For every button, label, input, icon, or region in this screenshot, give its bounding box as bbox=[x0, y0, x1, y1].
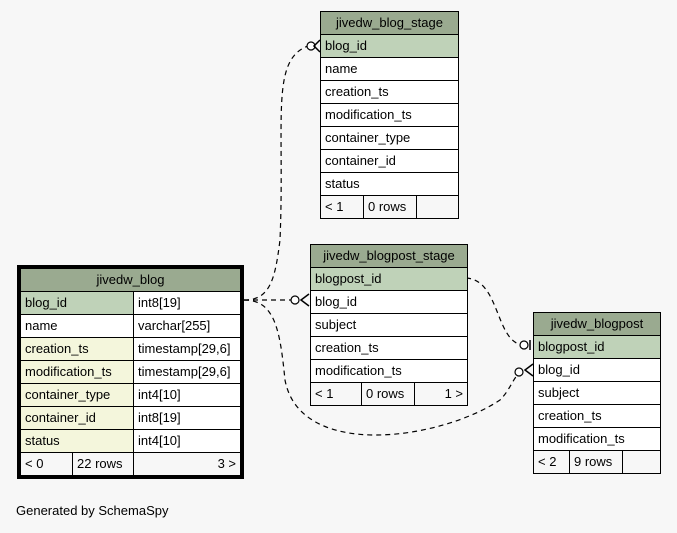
column-type: varchar[255] bbox=[133, 314, 242, 338]
rel-blogpost-stage-to-blogpost bbox=[465, 277, 523, 346]
table-title: jivedw_blogpost bbox=[533, 312, 661, 336]
footer-children: 3 > bbox=[133, 452, 242, 477]
column-creation-ts: creation_ts bbox=[320, 80, 459, 104]
footer-rows: 0 rows bbox=[363, 195, 417, 219]
zero-marker-icon bbox=[514, 367, 524, 377]
column-type: timestamp[29,6] bbox=[133, 360, 242, 384]
column-blog-id: blog_id bbox=[320, 34, 459, 58]
column-container-id: container_id bbox=[19, 406, 134, 430]
column-blog-id: blog_id bbox=[310, 290, 468, 314]
column-type: int4[10] bbox=[133, 383, 242, 407]
zero-marker-icon bbox=[290, 295, 300, 305]
column-modification-ts: modification_ts bbox=[310, 359, 468, 383]
footer-parents: < 0 bbox=[19, 452, 73, 477]
column-creation-ts: creation_ts bbox=[533, 404, 661, 428]
table-jivedw-blogpost-stage[interactable]: jivedw_blogpost_stage blogpost_id blog_i… bbox=[310, 244, 468, 406]
column-modification-ts: modification_ts bbox=[533, 427, 661, 451]
column-type: int8[19] bbox=[133, 291, 242, 315]
rel-blog-to-blogpost bbox=[243, 299, 521, 436]
column-modification-ts: modification_ts bbox=[320, 103, 459, 127]
column-container-type: container_type bbox=[320, 126, 459, 150]
footer-rows: 0 rows bbox=[361, 382, 415, 406]
footer-parents: < 2 bbox=[533, 450, 570, 474]
table-jivedw-blog[interactable]: jivedw_blog blog_id int8[19] name varcha… bbox=[17, 265, 244, 479]
footer-children bbox=[622, 450, 661, 474]
column-creation-ts: creation_ts bbox=[310, 336, 468, 360]
column-container-id: container_id bbox=[320, 149, 459, 173]
column-blog-id: blog_id bbox=[533, 358, 661, 382]
column-type: int4[10] bbox=[133, 429, 242, 453]
column-type: int8[19] bbox=[133, 406, 242, 430]
table-jivedw-blogpost[interactable]: jivedw_blogpost blogpost_id blog_id subj… bbox=[533, 312, 661, 474]
column-blogpost-id: blogpost_id bbox=[310, 267, 468, 291]
crowfoot-icon bbox=[299, 293, 310, 307]
zero-marker-icon bbox=[519, 340, 529, 350]
crowfoot-icon bbox=[523, 363, 534, 377]
column-name: name bbox=[320, 57, 459, 81]
table-title: jivedw_blog_stage bbox=[320, 11, 459, 35]
column-blog-id: blog_id bbox=[19, 291, 134, 315]
footer-rows: 9 rows bbox=[569, 450, 623, 474]
table-title: jivedw_blogpost_stage bbox=[310, 244, 468, 268]
column-modification-ts: modification_ts bbox=[19, 360, 134, 384]
table-jivedw-blog-stage[interactable]: jivedw_blog_stage blog_id name creation_… bbox=[320, 11, 459, 219]
column-name: name bbox=[19, 314, 134, 338]
footer-children bbox=[416, 195, 459, 219]
rel-blog-to-blog-stage bbox=[243, 45, 309, 301]
footer-parents: < 1 bbox=[320, 195, 364, 219]
column-subject: subject bbox=[533, 381, 661, 405]
column-creation-ts: creation_ts bbox=[19, 337, 134, 361]
column-status: status bbox=[320, 172, 459, 196]
crowfoot-icon bbox=[312, 39, 321, 53]
generated-by-text: Generated by SchemaSpy bbox=[16, 503, 169, 518]
column-subject: subject bbox=[310, 313, 468, 337]
table-title: jivedw_blog bbox=[19, 267, 242, 292]
footer-rows: 22 rows bbox=[72, 452, 134, 477]
column-status: status bbox=[19, 429, 134, 453]
footer-children: 1 > bbox=[414, 382, 468, 406]
column-blogpost-id: blogpost_id bbox=[533, 335, 661, 359]
column-container-type: container_type bbox=[19, 383, 134, 407]
column-type: timestamp[29,6] bbox=[133, 337, 242, 361]
footer-parents: < 1 bbox=[310, 382, 362, 406]
